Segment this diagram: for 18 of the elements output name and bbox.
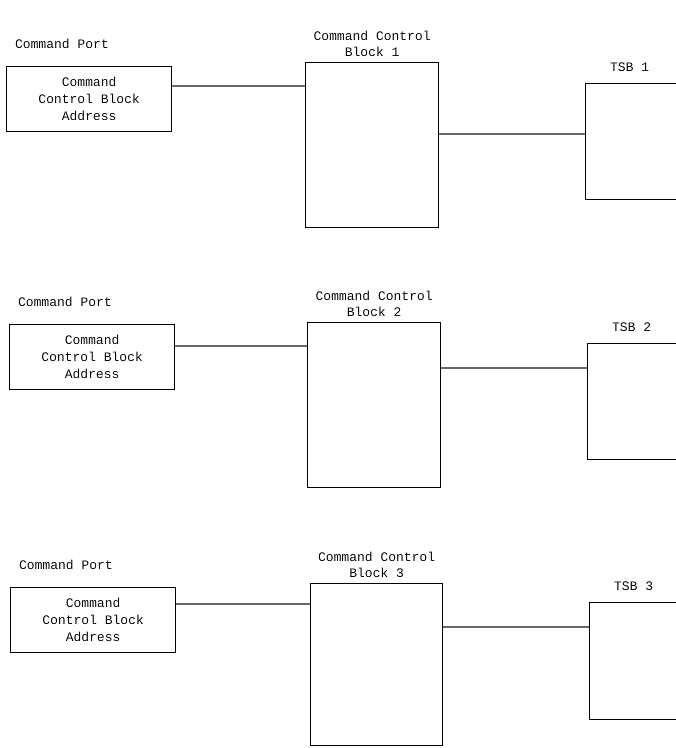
connector-line bbox=[175, 345, 307, 347]
connector-line bbox=[172, 85, 305, 87]
connector-line bbox=[443, 626, 589, 628]
connector-line bbox=[176, 603, 310, 605]
block-heading: Command Control Block 2 bbox=[314, 289, 434, 321]
block-heading: Command Port bbox=[18, 295, 112, 311]
block-heading: Command Control Block 1 bbox=[312, 29, 432, 61]
block-heading: TSB 2 bbox=[612, 320, 652, 336]
block-text: Command Control Block Address bbox=[37, 74, 141, 124]
block-heading: Command Port bbox=[19, 558, 113, 574]
block-heading: TSB 3 bbox=[614, 579, 654, 595]
block-text: Command Control Block Address bbox=[41, 594, 145, 646]
block-text: Command Control Block Address bbox=[40, 332, 144, 382]
block-heading: Command Control Block 3 bbox=[316, 550, 436, 582]
block-heading: TSB 1 bbox=[610, 60, 650, 76]
connector-line bbox=[439, 133, 585, 135]
connector-line bbox=[441, 367, 587, 369]
block-heading: Command Port bbox=[15, 37, 109, 53]
